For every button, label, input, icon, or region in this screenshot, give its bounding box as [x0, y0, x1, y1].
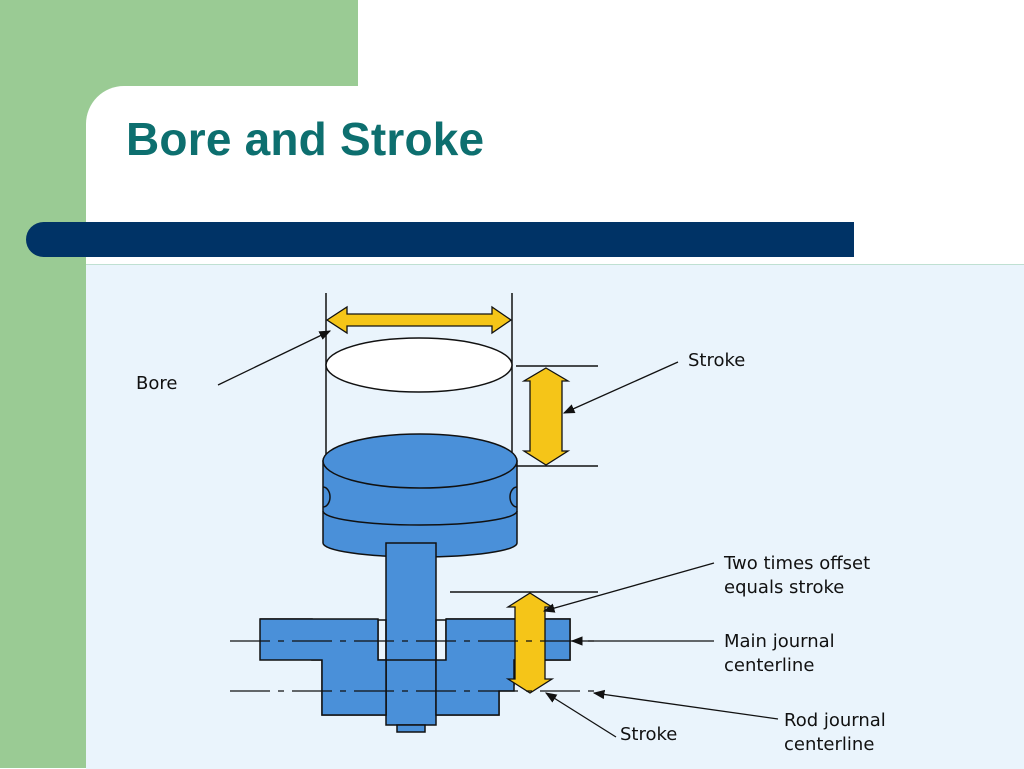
piston-ring-groove [322, 510, 518, 526]
bore-leader [217, 330, 332, 386]
label-rod-journal-line1: Rod journal [784, 710, 886, 731]
piston-pin-left [322, 486, 331, 508]
connecting-rod [385, 542, 437, 726]
piston-crown [322, 433, 518, 489]
label-main-journal-line1: Main journal [724, 631, 835, 652]
piston-pin-right [509, 486, 518, 508]
rod-bolt [396, 724, 426, 733]
label-offset-line2: equals stroke [724, 577, 845, 598]
stroke-top-leader [562, 361, 679, 414]
stroke-arrow-top [521, 367, 571, 466]
bore-arrow [325, 305, 513, 335]
label-stroke-top: Stroke [688, 350, 746, 371]
label-main-journal-line2: centerline [724, 655, 815, 676]
slide-title: Bore and Stroke [126, 113, 485, 165]
label-offset-line1: Two times offset [724, 553, 871, 574]
title-underline-bar [26, 222, 854, 257]
diagram-panel: Bore Stroke Two times offset equals stro… [86, 264, 1024, 769]
cylinder-top [325, 337, 513, 393]
label-stroke-bottom: Stroke [620, 724, 678, 745]
label-bore: Bore [136, 373, 178, 394]
rod-journal-leader [592, 689, 779, 720]
crankshaft-fill [259, 618, 387, 716]
crankshaft-fill-right [435, 618, 571, 716]
label-rod-journal-line2: centerline [784, 734, 875, 755]
background-white-top [358, 0, 1024, 90]
bore-stroke-diagram [217, 293, 779, 738]
offset-leader [542, 562, 715, 613]
stroke-arrow-crank [505, 592, 555, 694]
stroke-bottom-leader [545, 692, 617, 738]
